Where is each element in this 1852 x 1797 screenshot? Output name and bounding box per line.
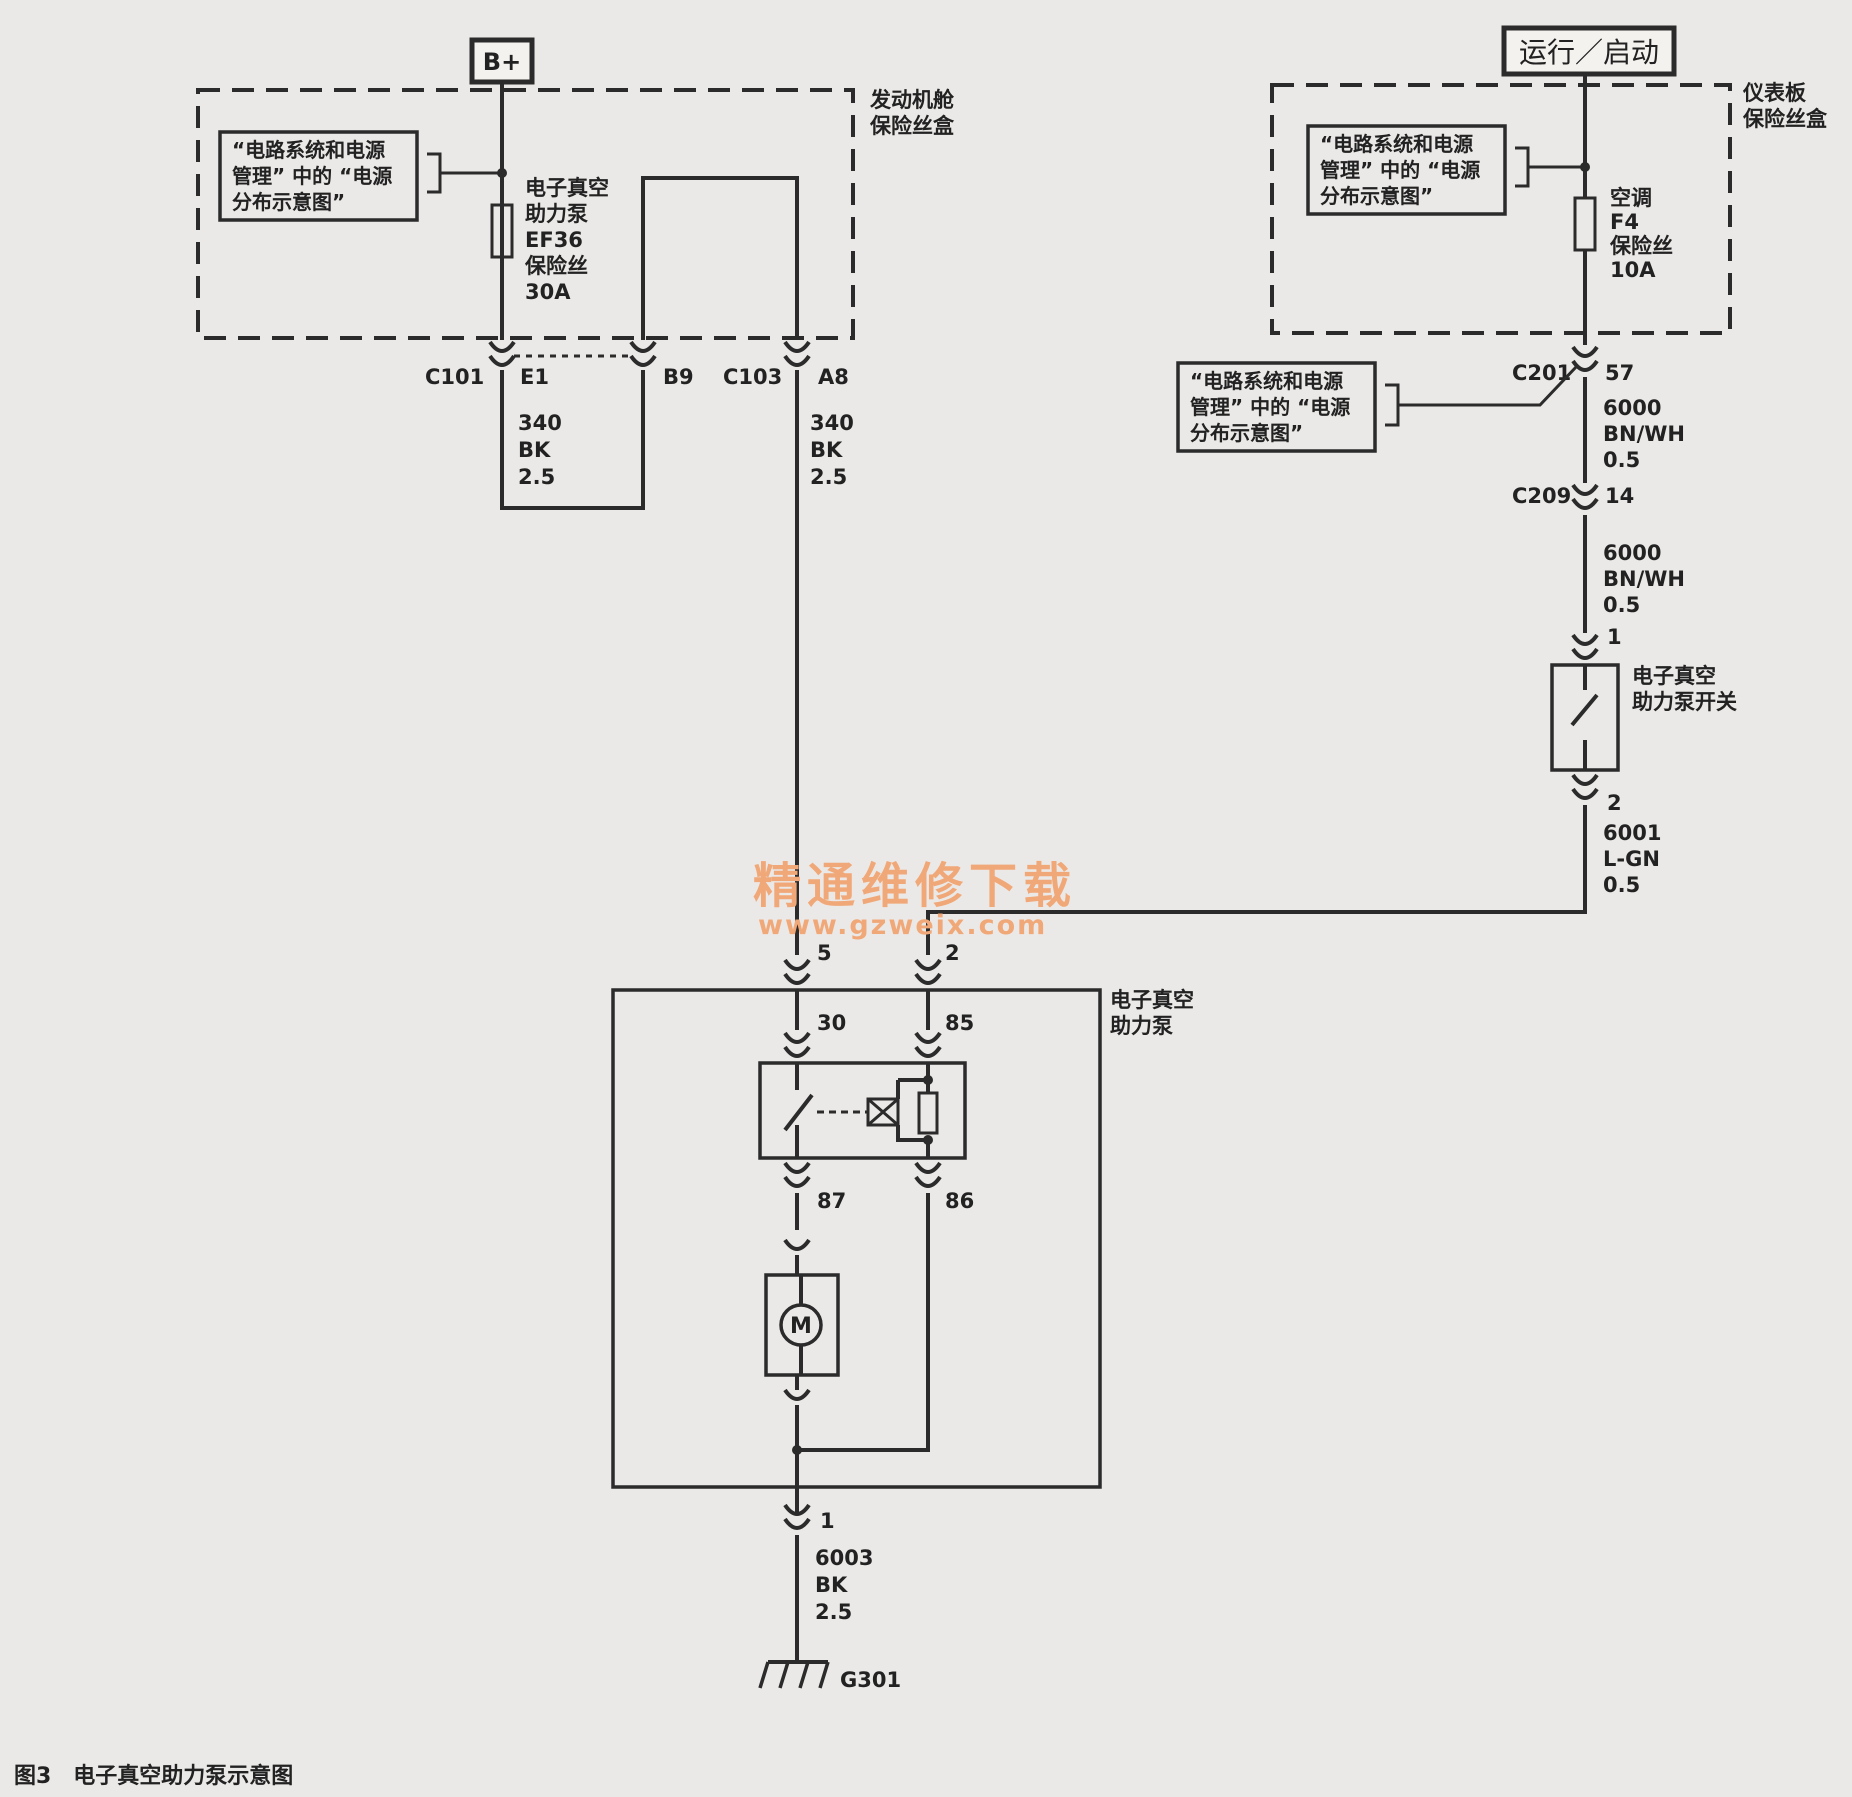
ef36-label-3: EF36 xyxy=(525,228,583,252)
connector-motor-bottom xyxy=(783,1388,811,1401)
w6003-gauge: 2.5 xyxy=(815,1600,852,1624)
switch-label-2: 助力泵开关 xyxy=(1632,690,1737,714)
w340-e1-circuit: 340 xyxy=(518,411,562,435)
f4-label-4: 10A xyxy=(1610,258,1656,282)
pump-label-1: 电子真空 xyxy=(1110,988,1194,1012)
w6000-b-circuit: 6000 xyxy=(1603,541,1661,565)
connector-c209 xyxy=(1571,483,1599,510)
ref-lower-line1: “电路系统和电源 xyxy=(1190,369,1343,393)
power-dist-reference-left: “电路系统和电源 管理” 中的 “电源 分布示意图” xyxy=(218,130,507,222)
ref-right-line2: 管理” 中的 “电源 xyxy=(1320,158,1480,182)
pin86-label: 86 xyxy=(945,1189,974,1213)
pin30-label: 30 xyxy=(817,1011,846,1035)
e1-label: E1 xyxy=(520,365,549,389)
ef36-label-2: 助力泵 xyxy=(525,202,588,226)
pump-pin2-label: 2 xyxy=(945,941,960,965)
pin5-label: 5 xyxy=(817,941,832,965)
watermark-url: www.gzweix.com xyxy=(758,910,1047,941)
relay xyxy=(758,1061,967,1160)
figure-caption: 图3 电子真空助力泵示意图 xyxy=(14,1763,293,1789)
watermark-cn: 精通维修下载 xyxy=(753,858,1077,914)
ef36-label-4: 保险丝 xyxy=(524,254,588,278)
ref-left-line2: 管理” 中的 “电源 xyxy=(232,164,392,188)
w6001-circuit: 6001 xyxy=(1603,821,1661,845)
w340-e1-gauge: 2.5 xyxy=(518,465,555,489)
battery-label: B+ xyxy=(483,48,521,76)
battery-supply: B+ xyxy=(469,37,535,85)
f4-fuse-symbol xyxy=(1573,196,1597,252)
a8-label: A8 xyxy=(818,365,849,389)
run-start-label: 运行／启动 xyxy=(1519,36,1659,69)
run-start-supply: 运行／启动 xyxy=(1501,25,1677,77)
w6001-color: L-GN xyxy=(1603,847,1660,871)
ground-label: G301 xyxy=(840,1668,901,1692)
c101-label: C101 xyxy=(425,365,484,389)
connector-pin30 xyxy=(783,1031,811,1058)
ef36-label-5: 30A xyxy=(525,280,571,304)
w6000-b-color: BN/WH xyxy=(1603,567,1685,591)
switch-label-1: 电子真空 xyxy=(1632,664,1716,688)
power-dist-reference-lower: “电路系统和电源 管理” 中的 “电源 分布示意图” xyxy=(1176,361,1579,453)
f4-label-1: 空调 xyxy=(1610,186,1652,210)
ef36-label-1: 电子真空 xyxy=(525,176,609,200)
pin87-label: 87 xyxy=(817,1189,846,1213)
w6000-a-circuit: 6000 xyxy=(1603,396,1661,420)
b9-label: B9 xyxy=(663,365,694,389)
w6001-gauge: 0.5 xyxy=(1603,873,1640,897)
pin85-label: 85 xyxy=(945,1011,974,1035)
connector-pin86 xyxy=(914,1161,942,1188)
connector-switch-pin2 xyxy=(1571,773,1599,800)
pump-switch xyxy=(1550,663,1620,772)
connector-pin5 xyxy=(783,958,811,985)
w6000-a-color: BN/WH xyxy=(1603,422,1685,446)
w340-a8-color: BK xyxy=(810,438,843,462)
engine-fuse-box xyxy=(196,88,855,340)
connector-e1 xyxy=(488,340,516,367)
connector-motor-top xyxy=(783,1238,811,1251)
ref-left-line3: 分布示意图” xyxy=(232,190,345,214)
connector-pin85 xyxy=(914,1031,942,1058)
ref-left-line1: “电路系统和电源 xyxy=(232,138,385,162)
engine-fuse-box-label-2: 保险丝盒 xyxy=(869,114,955,138)
ref-lower-line3: 分布示意图” xyxy=(1190,421,1303,445)
power-dist-reference-right: “电路系统和电源 管理” 中的 “电源 分布示意图” xyxy=(1306,124,1590,216)
connector-b9 xyxy=(629,340,657,367)
ref-right-line1: “电路系统和电源 xyxy=(1320,132,1473,156)
w6000-b-gauge: 0.5 xyxy=(1603,593,1640,617)
ref-lower-line2: 管理” 中的 “电源 xyxy=(1190,395,1350,419)
c209-label: C209 xyxy=(1512,484,1571,508)
ref-right-line3: 分布示意图” xyxy=(1320,184,1433,208)
switch-pin1-label: 1 xyxy=(1607,625,1622,649)
connector-a8 xyxy=(783,340,811,367)
switch-pin2-label: 2 xyxy=(1607,791,1622,815)
pump-assembly-box xyxy=(611,988,1102,1489)
w340-a8-gauge: 2.5 xyxy=(810,465,847,489)
pump-label-2: 助力泵 xyxy=(1110,1014,1173,1038)
connector-ground-pin1 xyxy=(783,1503,811,1530)
f4-label-2: F4 xyxy=(1610,210,1639,234)
panel-fuse-box xyxy=(1270,83,1732,335)
panel-fuse-box-label-2: 保险丝盒 xyxy=(1742,107,1828,131)
motor-label: M xyxy=(790,1314,812,1339)
f4-label-3: 保险丝 xyxy=(1609,234,1673,258)
w340-e1-color: BK xyxy=(518,438,551,462)
w6003-circuit: 6003 xyxy=(815,1546,873,1570)
connector-pump-pin2 xyxy=(914,958,942,985)
engine-fuse-box-label-1: 发动机舱 xyxy=(869,88,955,112)
w340-a8-circuit: 340 xyxy=(810,411,854,435)
connector-switch-pin1 xyxy=(1571,633,1599,660)
ground-pin1-label: 1 xyxy=(820,1509,835,1533)
panel-fuse-box-label-1: 仪表板 xyxy=(1742,81,1807,105)
connector-c201 xyxy=(1571,345,1599,372)
motor: M xyxy=(764,1273,840,1377)
connector-pin87 xyxy=(783,1161,811,1188)
c103-label: C103 xyxy=(723,365,782,389)
pin14-label: 14 xyxy=(1605,484,1634,508)
w6003-color: BK xyxy=(815,1573,848,1597)
ground-symbol xyxy=(758,1660,830,1689)
w6000-a-gauge: 0.5 xyxy=(1603,448,1640,472)
pin57-label: 57 xyxy=(1605,361,1634,385)
